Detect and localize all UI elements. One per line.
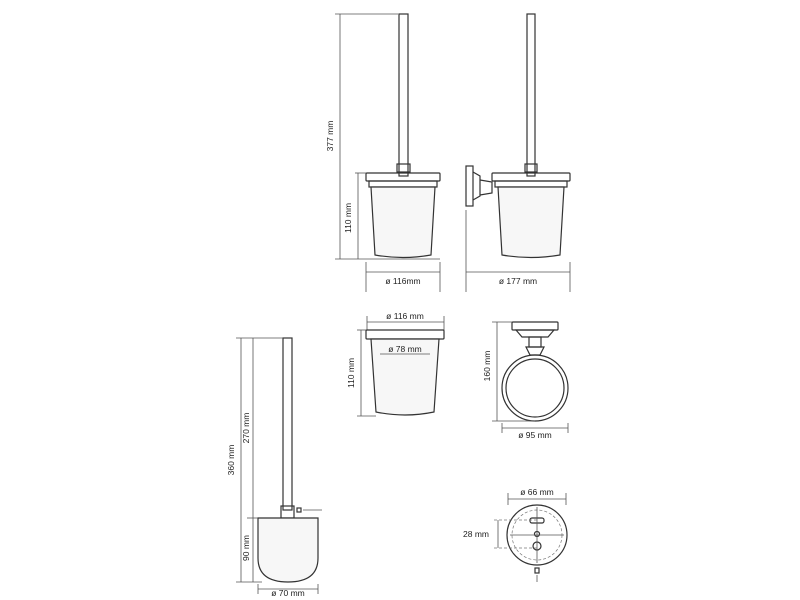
dim-label-116-cup: ø 116 mm [386,311,424,321]
dim-label-160: 160 mm [482,351,492,382]
dim-label-28: 28 mm [463,529,489,539]
ring-holder-view: 160 mm ø 95 mm [482,321,569,440]
dim-label-70: ø 70 mm [271,588,305,598]
cup-rim [365,329,445,340]
wall-plate-flange [472,171,481,201]
dim-label-116-front: ø 116mm [385,276,420,286]
holder-ring-side [494,180,568,188]
ring-wall-plate [511,321,559,331]
dim-label-110-front: 110 mm [343,203,353,233]
brush-detail-view: 360 mm 270 mm 90 mm ø 70 mm [226,337,322,598]
dim-label-177: ø 177 mm [499,276,537,286]
holder-ring-inner [505,358,565,418]
dim-label-377: 377 mm [325,121,335,152]
front-view-assembly: 377 mm 110 mm ø 116mm [325,13,441,292]
glass-cup-front [370,186,436,259]
mount-screw-icon [534,567,540,574]
brush-head [257,517,319,583]
holder-rim-front [365,172,441,182]
brush-screw [296,507,302,513]
dim-label-78: ø 78 mm [388,344,422,354]
side-view-assembly: ø 177 mm [465,13,571,292]
brush-handle-detail [282,337,293,511]
glass-cup-detail [370,338,440,416]
dim-label-66: ø 66 mm [520,487,554,497]
holder-ring-outer [501,354,569,422]
cup-detail-view: ø 116 mm ø 78 mm 110 mm [346,311,445,417]
glass-cup-side [497,186,565,259]
ring-plate-base [514,329,556,338]
wall-plate-side [465,165,474,207]
brush-handle-front [398,13,409,177]
dim-label-110-cup: 110 mm [346,358,356,388]
ring-stem-cap [525,346,545,356]
brush-collar-side [524,163,538,173]
mount-plate-outer [506,504,568,566]
brush-handle-side [526,13,536,177]
mount-plate-view: ø 66 mm 28 mm [463,487,568,582]
dim-label-95: ø 95 mm [518,430,552,440]
dim-label-360: 360 mm [226,445,236,476]
holder-ring-front [368,180,438,188]
dim-label-270: 270 mm [241,413,251,444]
brush-collar-front [396,163,411,173]
dim-label-90: 90 mm [241,535,251,561]
holder-rim-side [491,172,571,182]
holder-arm-side [479,179,493,196]
ring-stem [528,336,542,348]
